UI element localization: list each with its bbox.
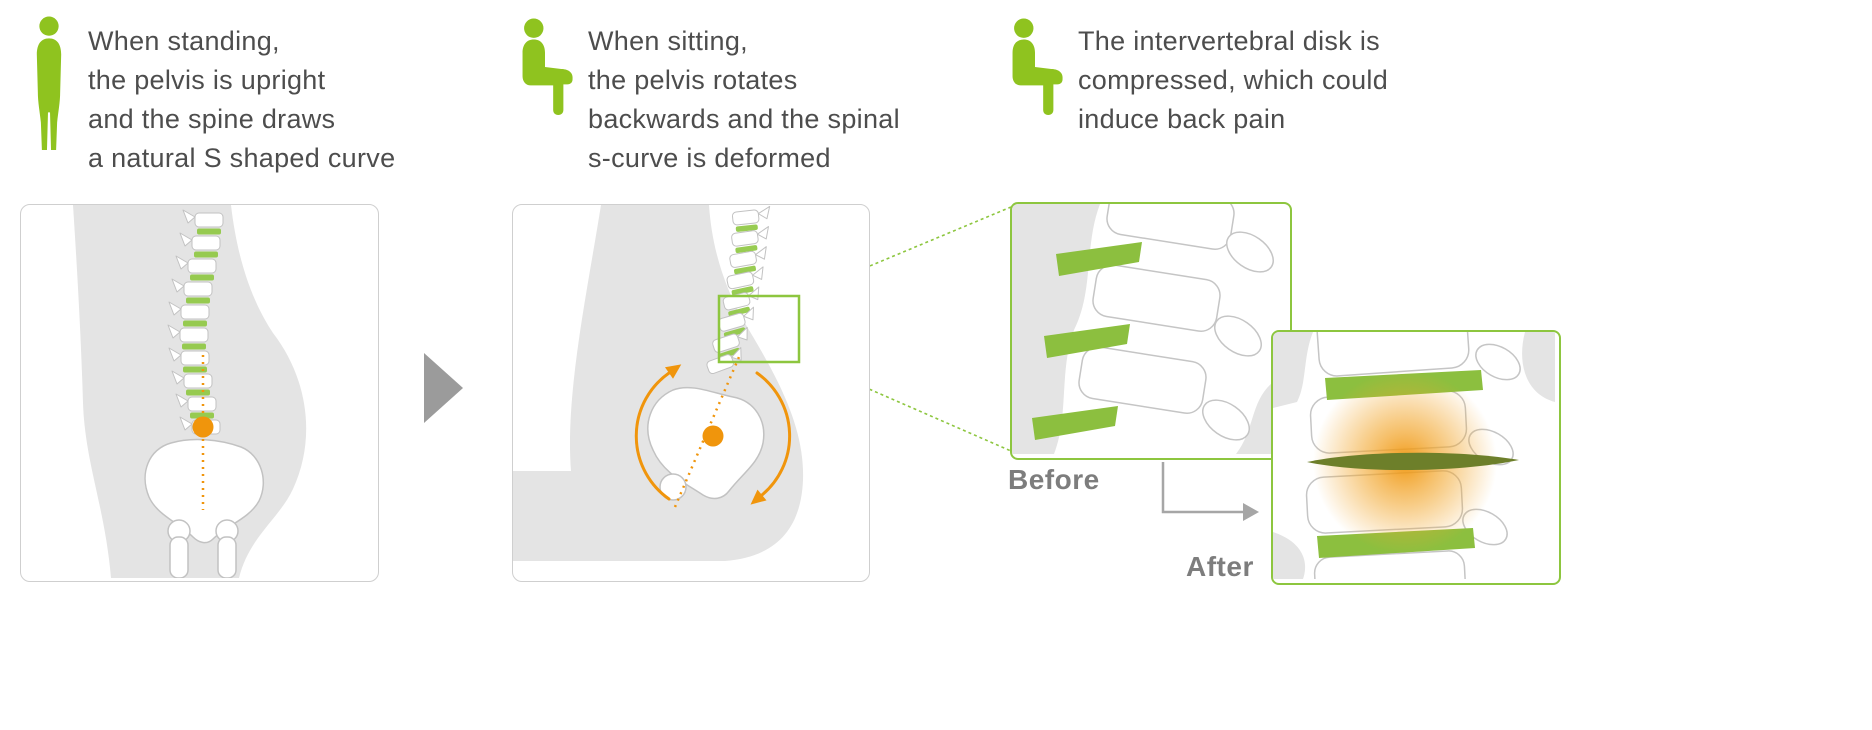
spine-s-curve (167, 209, 224, 435)
spine-deformed-curve (706, 205, 771, 375)
next-step-arrow-icon (424, 353, 463, 423)
caption-line: induce back pain (1078, 104, 1286, 134)
tissue-silhouette (1273, 332, 1313, 408)
standing-person-icon (36, 16, 62, 150)
caption-line: When standing, (88, 26, 280, 56)
tissue-silhouette (1273, 532, 1306, 579)
sitting-person-icon (522, 18, 573, 115)
sitting-person-icon (1012, 18, 1063, 115)
caption-line: When sitting, (588, 26, 748, 56)
before-after-arrow-line (1161, 462, 1243, 514)
vertebrae (1078, 204, 1274, 441)
sitting-caption: When sitting, the pelvis rotates backwar… (588, 22, 900, 178)
zoom-highlight-square (717, 294, 801, 364)
pelvis-rotation-arrows (634, 364, 792, 505)
after-label: After (1186, 551, 1254, 582)
sitting-illustration-box (512, 204, 870, 582)
before-disk-illustration (1012, 204, 1286, 454)
before-after-arrowhead-icon (1243, 503, 1259, 521)
standing-illustration-box (20, 204, 379, 582)
caption-line: The intervertebral disk is (1078, 26, 1380, 56)
after-zoom-box (1271, 330, 1561, 585)
caption-line: a natural S shaped curve (88, 143, 396, 173)
caption-line: the pelvis is upright (88, 65, 326, 95)
caption-line: s-curve is deformed (588, 143, 831, 173)
pelvis-center-dot (192, 416, 214, 438)
standing-panel-header: When standing, the pelvis is upright and… (28, 16, 395, 178)
healthy-disks (1032, 242, 1142, 440)
caption-line: backwards and the spinal (588, 104, 900, 134)
after-disk-illustration (1273, 332, 1555, 583)
standing-spine-illustration (73, 205, 307, 579)
before-zoom-box (1010, 202, 1292, 460)
caption-line: and the spine draws (88, 104, 336, 134)
sitting-panel-header: When sitting, the pelvis rotates backwar… (516, 18, 900, 178)
pelvis-center-dot (702, 425, 724, 447)
sitting-spine-illustration (513, 205, 804, 561)
pelvis-bone (144, 438, 264, 579)
compressed-disk (1307, 452, 1519, 471)
disk-panel-header: The intervertebral disk is compressed, w… (1006, 18, 1388, 139)
standing-caption: When standing, the pelvis is upright and… (88, 22, 395, 178)
disk-caption: The intervertebral disk is compressed, w… (1078, 22, 1388, 139)
caption-line: the pelvis rotates (588, 65, 798, 95)
caption-line: compressed, which could (1078, 65, 1389, 95)
before-label: Before (1008, 464, 1100, 495)
tissue-silhouette (1522, 332, 1555, 402)
